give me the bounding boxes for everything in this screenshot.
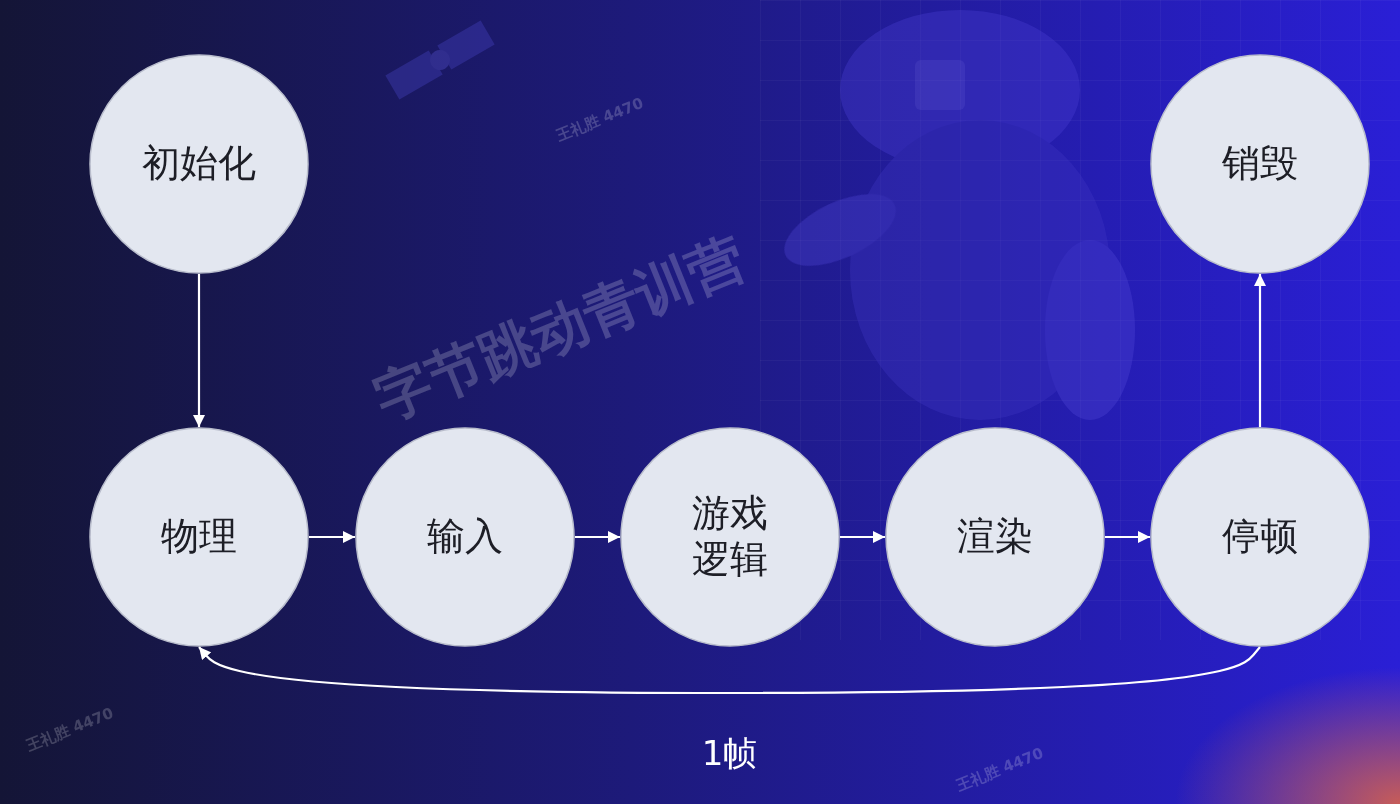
stage-label: 初始化 (142, 141, 256, 187)
text-holder: 物理 (89, 427, 309, 647)
astronaut-badge (915, 60, 965, 110)
satellite-illustration (385, 20, 494, 99)
watermark-text: 王礼胜 4470 (24, 704, 116, 756)
text-holder: 初始化 (89, 54, 309, 274)
flow-arrow (575, 536, 620, 538)
stage-circle: 物理 (89, 427, 309, 647)
stage-circle: 销毁 (1150, 54, 1370, 274)
stage-label: 游戏 逻辑 (655, 491, 805, 582)
stage-label: 停顿 (1222, 514, 1298, 560)
circle-fill (90, 55, 308, 273)
edge-label: 1帧 (702, 731, 758, 777)
astronaut-arm (774, 179, 906, 280)
watermark-text: 王礼胜 4470 (954, 744, 1046, 796)
flow-arrow (199, 647, 1260, 693)
flow-arrow (1105, 536, 1150, 538)
stage-circle: 渲染 (885, 427, 1105, 647)
flow-arrow (1259, 274, 1261, 427)
flow-arrow (309, 536, 355, 538)
stage-label: 输入 (427, 514, 503, 560)
watermark-text: 字节跳动青训营 (364, 221, 756, 438)
stage-circle: 停顿 (1150, 427, 1370, 647)
text-holder: 游戏 逻辑 (620, 427, 840, 647)
text-holder: 渲染 (885, 427, 1105, 647)
astronaut-illustration (774, 10, 1135, 420)
stage-circle: 游戏 逻辑 (620, 427, 840, 647)
circle-fill (1151, 55, 1369, 273)
stage-circle: 输入 (355, 427, 575, 647)
watermark-text: 王礼胜 4470 (554, 94, 646, 146)
circle-fill (356, 428, 574, 646)
stage-label: 物理 (161, 514, 237, 560)
text-holder: 输入 (355, 427, 575, 647)
circle-fill (90, 428, 308, 646)
text-holder: 停顿 (1150, 427, 1370, 647)
circle-fill (886, 428, 1104, 646)
circle-fill (621, 428, 839, 646)
stage-label: 销毁 (1222, 141, 1298, 187)
text-holder: 销毁 (1150, 54, 1370, 274)
flow-arrow (840, 536, 885, 538)
flow-arrow (198, 274, 200, 427)
astronaut-leg (1045, 240, 1135, 420)
circle-fill (1151, 428, 1369, 646)
stage-label: 渲染 (957, 514, 1033, 560)
stage-circle: 初始化 (89, 54, 309, 274)
satellite-body (426, 46, 453, 73)
